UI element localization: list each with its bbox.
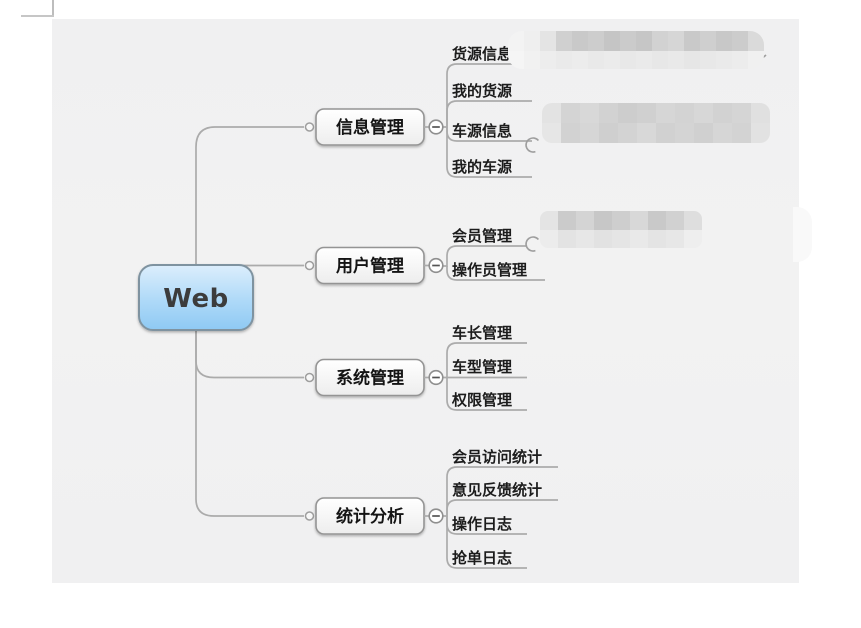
connector-child: [442, 245, 527, 267]
junction-dot: [304, 260, 315, 271]
child-topics: 货源信息 我的货源 车源信息 我的车源 会员管理 操作员管理 车长管理 车型管理…: [451, 45, 542, 567]
root-topic-label: Web: [163, 284, 229, 314]
collapse-buttons: [424, 119, 444, 524]
callout-hook-car-source: [525, 137, 540, 153]
branch-topic-info-mgmt[interactable]: 信息管理: [315, 108, 425, 146]
connector-stats-analysis: [195, 330, 304, 517]
junction-dot: [304, 511, 315, 521]
connector-child: [446, 266, 545, 281]
child-topic-feedback-stats[interactable]: 意见反馈统计: [452, 481, 542, 499]
side-panel-handle[interactable]: [793, 207, 812, 262]
connector-child: [446, 499, 558, 516]
child-topic-model-mgmt[interactable]: 车型管理: [452, 358, 512, 376]
child-topic-cargo-info[interactable]: 货源信息: [452, 45, 512, 63]
redacted-region: [508, 31, 764, 69]
connector-child: [442, 63, 532, 128]
child-connectors: [442, 63, 558, 569]
child-topic-operation-log[interactable]: 操作日志: [452, 515, 512, 533]
child-topic-order-grab-log[interactable]: 抢单日志: [452, 549, 512, 567]
root-topic[interactable]: Web: [138, 264, 254, 331]
branch-topic-label: 信息管理: [336, 117, 404, 138]
child-topic-permission-mgmt[interactable]: 权限管理: [451, 391, 512, 409]
collapse-button-stats-analysis[interactable]: [424, 508, 444, 524]
junction-dot: [304, 122, 315, 132]
window-corner-line-vertical: [52, 0, 54, 16]
connector-child: [446, 516, 527, 569]
connector-child: [446, 377, 527, 411]
child-topic-my-cargo[interactable]: 我的货源: [452, 82, 512, 100]
collapse-button-system-mgmt[interactable]: [424, 369, 444, 386]
branch-topic-user-mgmt[interactable]: 用户管理: [315, 246, 425, 285]
callout-hook-member-mgmt: [525, 236, 540, 252]
connector-child: [446, 127, 532, 178]
junction-dots: [304, 122, 315, 521]
branch-topic-label: 统计分析: [336, 506, 404, 527]
redacted-region: [540, 211, 702, 248]
child-topic-my-vehicle[interactable]: 我的车源: [452, 158, 512, 176]
window-corner-line-horizontal: [21, 15, 54, 17]
collapse-button-info-mgmt[interactable]: [424, 119, 444, 135]
child-topic-member-visit-stats[interactable]: 会员访问统计: [452, 448, 542, 466]
child-topic-member-mgmt[interactable]: 会员管理: [452, 227, 512, 245]
redacted-region: [542, 103, 770, 143]
branch-topic-stats-analysis[interactable]: 统计分析: [315, 497, 425, 535]
child-topic-operator-mgmt[interactable]: 操作员管理: [452, 261, 527, 279]
branch-topic-system-mgmt[interactable]: 系统管理: [315, 358, 425, 397]
connector-child: [446, 100, 532, 127]
branch-topic-label: 系统管理: [336, 368, 404, 389]
connector-child: [442, 342, 527, 379]
collapse-button-user-mgmt[interactable]: [424, 257, 444, 274]
child-topic-captain-mgmt[interactable]: 车长管理: [452, 324, 512, 342]
connector-system-mgmt: [195, 330, 304, 379]
connector-info-mgmt: [195, 126, 304, 266]
junction-dot: [304, 372, 315, 383]
child-topic-vehicle-info[interactable]: 车源信息: [452, 122, 512, 140]
connector-child: [442, 466, 558, 517]
branch-topic-label: 用户管理: [336, 256, 404, 277]
